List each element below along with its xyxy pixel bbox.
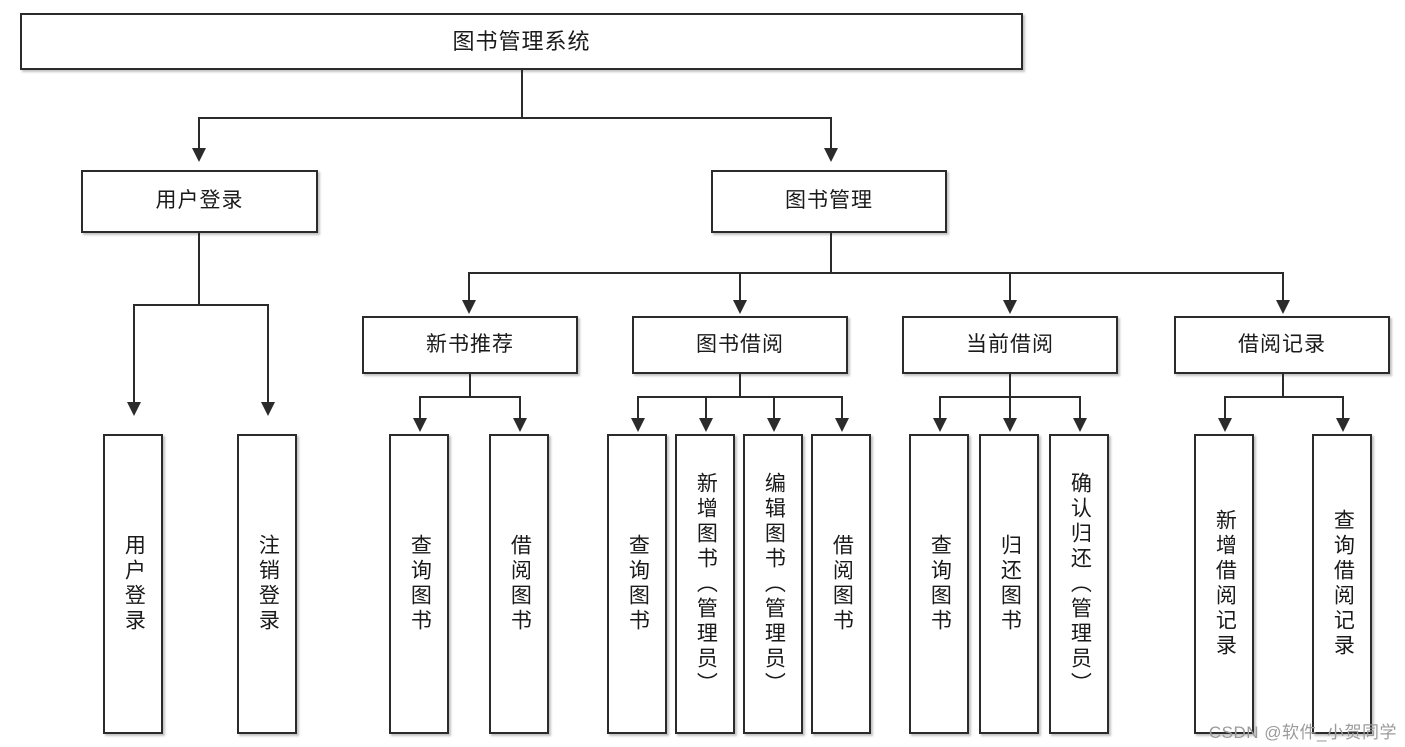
node-label: 归还图书	[998, 534, 1022, 634]
node-label: 图书管理	[785, 189, 873, 213]
node-label: 查询借阅记录	[1331, 509, 1355, 659]
node-label: 查询图书	[626, 534, 650, 634]
connector-borrow-record-stem	[1282, 374, 1284, 397]
leaf-current-borrow-confirm[interactable]: 确认归还（管理员）	[1049, 434, 1109, 734]
leaf-current-borrow-return[interactable]: 归还图书	[979, 434, 1039, 734]
connector-to-borrow-record	[1282, 272, 1284, 302]
node-label: 新增借阅记录	[1213, 509, 1237, 659]
node-label: 新书推荐	[426, 332, 514, 356]
arrow-to-borrow-record	[1276, 300, 1290, 314]
connector-user-login-bus	[133, 304, 267, 306]
leaf-book-borrow-query[interactable]: 查询图书	[607, 434, 667, 734]
leaf-borrow-record-add[interactable]: 新增借阅记录	[1194, 434, 1254, 734]
connector-current-borrow-drop-2	[1009, 396, 1011, 420]
connector-current-borrow-drop-3	[1079, 396, 1081, 420]
node-label: 用户登录	[122, 534, 146, 634]
connector-to-new-book	[468, 272, 470, 302]
arrow-book-borrow-leaf-1	[631, 418, 645, 432]
arrow-new-book-leaf-1	[413, 418, 427, 432]
arrow-to-book-borrow	[733, 300, 747, 314]
leaf-new-book-borrow[interactable]: 借阅图书	[489, 434, 549, 734]
connector-new-book-drop-1	[419, 396, 421, 420]
node-label: 用户登录	[155, 189, 244, 213]
leaf-borrow-record-query[interactable]: 查询借阅记录	[1312, 434, 1372, 734]
connector-current-borrow-drop-1	[939, 396, 941, 420]
arrow-borrow-record-leaf-1	[1218, 418, 1232, 432]
node-new-book-recommend[interactable]: 新书推荐	[362, 316, 578, 374]
leaf-user-login-login[interactable]: 用户登录	[103, 434, 163, 734]
node-label: 新增图书（管理员）	[694, 471, 718, 697]
connector-to-user-login	[198, 117, 200, 150]
connector-new-book-drop-2	[519, 396, 521, 420]
arrow-to-new-book	[462, 300, 476, 314]
leaf-user-login-logout[interactable]: 注销登录	[237, 434, 297, 734]
node-book-borrow[interactable]: 图书借阅	[632, 316, 848, 374]
leaf-book-borrow-edit[interactable]: 编辑图书（管理员）	[743, 434, 803, 734]
node-label: 借阅图书	[830, 534, 854, 634]
arrow-new-book-leaf-2	[513, 418, 527, 432]
connector-book-borrow-drop-3	[773, 396, 775, 420]
connector-to-book-borrow	[739, 272, 741, 302]
node-root-system[interactable]: 图书管理系统	[20, 13, 1023, 70]
connector-new-book-bus	[419, 396, 520, 398]
leaf-new-book-query[interactable]: 查询图书	[389, 434, 449, 734]
connector-book-borrow-drop-4	[841, 396, 843, 420]
connector-to-current-borrow	[1009, 272, 1011, 302]
connector-user-login-stem	[198, 233, 200, 305]
connector-book-borrow-bus	[637, 396, 842, 398]
connector-borrow-record-drop-1	[1224, 396, 1226, 420]
leaf-book-borrow-borrow[interactable]: 借阅图书	[811, 434, 871, 734]
arrow-to-book-manage	[824, 148, 838, 162]
connector-current-borrow-stem	[1009, 374, 1011, 397]
arrow-book-borrow-leaf-2	[699, 418, 713, 432]
node-label: 注销登录	[256, 534, 280, 634]
connector-book-manage-bus	[468, 272, 1282, 274]
connector-book-borrow-drop-1	[637, 396, 639, 420]
connector-user-login-drop-2	[267, 304, 269, 404]
connector-book-borrow-stem	[739, 374, 741, 397]
connector-root-bus	[198, 117, 832, 119]
node-label: 查询图书	[928, 534, 952, 634]
node-label: 查询图书	[408, 534, 432, 634]
connector-root-stem	[521, 70, 523, 118]
arrow-to-user-login	[192, 148, 206, 162]
arrow-book-borrow-leaf-4	[835, 418, 849, 432]
arrow-current-borrow-leaf-3	[1073, 418, 1087, 432]
arrow-borrow-record-leaf-2	[1336, 418, 1350, 432]
leaf-book-borrow-add[interactable]: 新增图书（管理员）	[675, 434, 735, 734]
node-label: 图书借阅	[696, 332, 784, 356]
arrow-current-borrow-leaf-2	[1003, 418, 1017, 432]
connector-book-manage-stem	[830, 233, 832, 273]
node-borrow-record[interactable]: 借阅记录	[1174, 316, 1390, 374]
node-label: 当前借阅	[966, 332, 1054, 356]
node-current-borrow[interactable]: 当前借阅	[902, 316, 1118, 374]
arrow-current-borrow-leaf-1	[933, 418, 947, 432]
connector-user-login-drop-1	[133, 304, 135, 404]
leaf-current-borrow-query[interactable]: 查询图书	[909, 434, 969, 734]
node-user-login[interactable]: 用户登录	[81, 170, 318, 233]
node-label: 图书管理系统	[452, 28, 591, 54]
connector-new-book-stem	[469, 374, 471, 397]
node-label: 编辑图书（管理员）	[762, 471, 786, 697]
node-label: 借阅记录	[1238, 332, 1326, 356]
connector-borrow-record-bus	[1224, 396, 1342, 398]
arrow-book-borrow-leaf-3	[767, 418, 781, 432]
arrow-user-login-leaf-1	[127, 402, 141, 416]
node-label: 确认归还（管理员）	[1068, 471, 1092, 697]
arrow-user-login-leaf-2	[261, 402, 275, 416]
arrow-to-current-borrow	[1003, 300, 1017, 314]
connector-book-borrow-drop-2	[705, 396, 707, 420]
connector-borrow-record-drop-2	[1342, 396, 1344, 420]
node-label: 借阅图书	[508, 534, 532, 634]
connector-to-book-manage	[830, 117, 832, 150]
node-book-management[interactable]: 图书管理	[711, 170, 947, 233]
